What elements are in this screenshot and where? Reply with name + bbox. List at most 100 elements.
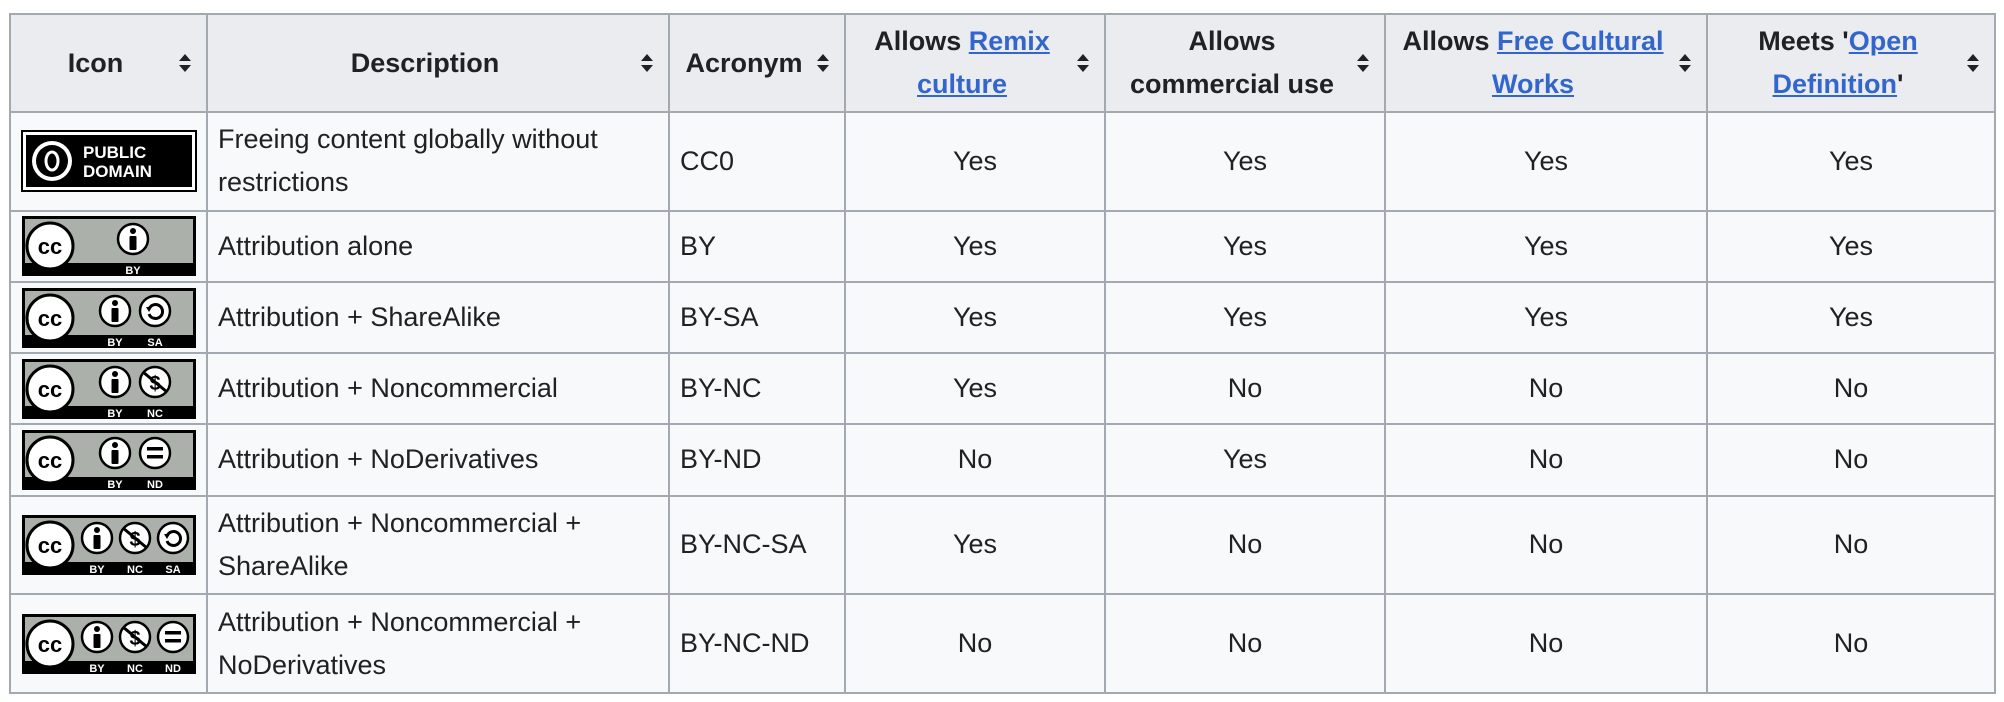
svg-text:cc: cc	[38, 234, 62, 259]
license-icon-cell: cc $ BY NC SA	[9, 494, 208, 596]
cc-by-badge-icon[interactable]: cc BY	[21, 215, 197, 277]
acronym-cell: CC0	[668, 111, 846, 212]
column-header-label: Icon	[67, 47, 124, 78]
column-header-free-cultural[interactable]: Allows Free Cultural Works	[1384, 13, 1708, 113]
license-icon-cell: cc $ BY NC ND	[9, 593, 208, 694]
open-definition-cell: No	[1706, 494, 1996, 596]
open-definition-cell: Yes	[1706, 111, 1996, 212]
description-cell: Attribution + Noncommercial + NoDerivati…	[206, 593, 670, 694]
free-cultural-works-link[interactable]: Free Cultural Works	[1491, 26, 1664, 99]
description-cell: Attribution + NoDerivatives	[206, 423, 670, 497]
svg-text:cc: cc	[38, 377, 62, 402]
sort-arrows-icon[interactable]	[178, 53, 192, 73]
svg-text:ND: ND	[147, 479, 163, 491]
license-table: Icon Description Acronym Allows Remix cu…	[9, 13, 1996, 694]
column-header-description[interactable]: Description	[206, 13, 670, 113]
svg-text:ND: ND	[165, 663, 181, 675]
remix-culture-link[interactable]: Remix culture	[916, 26, 1050, 99]
free-cultural-cell: No	[1384, 423, 1708, 497]
sort-arrows-icon[interactable]	[1966, 53, 1980, 73]
svg-text:BY: BY	[107, 479, 123, 491]
svg-text:DOMAIN: DOMAIN	[83, 162, 152, 181]
commercial-cell: No	[1104, 494, 1386, 596]
acronym-cell: BY	[668, 209, 846, 283]
cc-by-nc-badge-icon[interactable]: cc $ BY NC	[21, 358, 197, 420]
svg-text:BY: BY	[89, 663, 105, 675]
description-cell: Attribution + ShareAlike	[206, 280, 670, 355]
free-cultural-cell: Yes	[1384, 280, 1708, 355]
svg-text:BY: BY	[89, 564, 105, 576]
open-definition-cell: Yes	[1706, 209, 1996, 283]
table-row: cc $ BY NC ND Attribution + Noncommercia…	[9, 593, 1996, 694]
svg-text:PUBLIC: PUBLIC	[83, 143, 146, 162]
column-header-icon[interactable]: Icon	[9, 13, 208, 113]
column-header-label: Description	[350, 47, 500, 78]
description-cell: Attribution + Noncommercial + ShareAlike	[206, 494, 670, 596]
open-definition-link[interactable]: Open Definition	[1772, 26, 1918, 99]
acronym-cell: BY-NC-SA	[668, 494, 846, 596]
acronym-cell: BY-NC	[668, 352, 846, 426]
sort-arrows-icon[interactable]	[816, 53, 830, 73]
column-header-commercial[interactable]: Allows commercial use	[1104, 13, 1386, 113]
open-definition-cell: No	[1706, 352, 1996, 426]
free-cultural-cell: No	[1384, 352, 1708, 426]
commercial-cell: Yes	[1104, 423, 1386, 497]
svg-text:NC: NC	[147, 408, 163, 420]
cc-by-nc-nd-badge-icon[interactable]: cc $ BY NC ND	[21, 613, 197, 675]
remix-cell: Yes	[844, 494, 1106, 596]
open-definition-cell: Yes	[1706, 280, 1996, 355]
header-row: Icon Description Acronym Allows Remix cu…	[9, 13, 1996, 113]
remix-cell: Yes	[844, 111, 1106, 212]
free-cultural-cell: Yes	[1384, 209, 1708, 283]
license-icon-cell: cc $ BY NC	[9, 352, 208, 426]
sort-arrows-icon[interactable]	[640, 53, 654, 73]
remix-cell: Yes	[844, 352, 1106, 426]
remix-cell: Yes	[844, 209, 1106, 283]
remix-cell: No	[844, 423, 1106, 497]
svg-text:BY: BY	[125, 265, 141, 277]
table-row: cc BY SA Attribution + ShareAlike BY-SA …	[9, 280, 1996, 355]
table-row: cc $ BY NC Attribution + Noncommercial B…	[9, 352, 1996, 426]
license-icon-cell: cc BY SA	[9, 280, 208, 355]
svg-text:cc: cc	[38, 632, 62, 657]
description-cell: Attribution + Noncommercial	[206, 352, 670, 426]
column-header-prefix: Allows	[874, 26, 969, 56]
commercial-cell: Yes	[1104, 280, 1386, 355]
cc-by-nc-sa-badge-icon[interactable]: cc $ BY NC SA	[21, 514, 197, 576]
column-header-label: Acronym	[685, 47, 803, 78]
svg-text:$: $	[129, 628, 140, 650]
free-cultural-cell: Yes	[1384, 111, 1708, 212]
sort-arrows-icon[interactable]	[1678, 53, 1692, 73]
sort-arrows-icon[interactable]	[1076, 53, 1090, 73]
column-header-acronym[interactable]: Acronym	[668, 13, 846, 113]
svg-text:cc: cc	[38, 306, 62, 331]
svg-text:$: $	[149, 373, 160, 395]
description-cell: Freeing content globally without restric…	[206, 111, 670, 212]
remix-cell: Yes	[844, 280, 1106, 355]
column-header-open-definition[interactable]: Meets 'Open Definition'	[1706, 13, 1996, 113]
public-domain-badge-icon[interactable]: PUBLIC DOMAIN	[21, 130, 197, 193]
column-header-prefix: Meets '	[1758, 26, 1849, 56]
table-row: PUBLIC DOMAIN Freeing content globally w…	[9, 111, 1996, 212]
acronym-cell: BY-ND	[668, 423, 846, 497]
svg-text:SA: SA	[165, 564, 180, 576]
svg-text:BY: BY	[107, 408, 123, 420]
sort-arrows-icon[interactable]	[1356, 53, 1370, 73]
svg-text:NC: NC	[127, 564, 143, 576]
commercial-cell: No	[1104, 352, 1386, 426]
license-icon-cell: cc BY ND	[9, 423, 208, 497]
table-row: cc BY Attribution alone BY Yes Yes Yes Y…	[9, 209, 1996, 283]
column-header-remix[interactable]: Allows Remix culture	[844, 13, 1106, 113]
svg-text:BY: BY	[107, 337, 123, 349]
column-header-suffix: '	[1897, 69, 1904, 99]
svg-text:cc: cc	[38, 533, 62, 558]
table-row: cc $ BY NC SA Attribution + Noncommercia…	[9, 494, 1996, 596]
open-definition-cell: No	[1706, 423, 1996, 497]
svg-text:$: $	[129, 529, 140, 551]
cc-by-nd-badge-icon[interactable]: cc BY ND	[21, 429, 197, 491]
svg-text:SA: SA	[147, 337, 162, 349]
license-icon-cell: PUBLIC DOMAIN	[9, 111, 208, 212]
cc-by-sa-badge-icon[interactable]: cc BY SA	[21, 287, 197, 349]
acronym-cell: BY-NC-ND	[668, 593, 846, 694]
acronym-cell: BY-SA	[668, 280, 846, 355]
